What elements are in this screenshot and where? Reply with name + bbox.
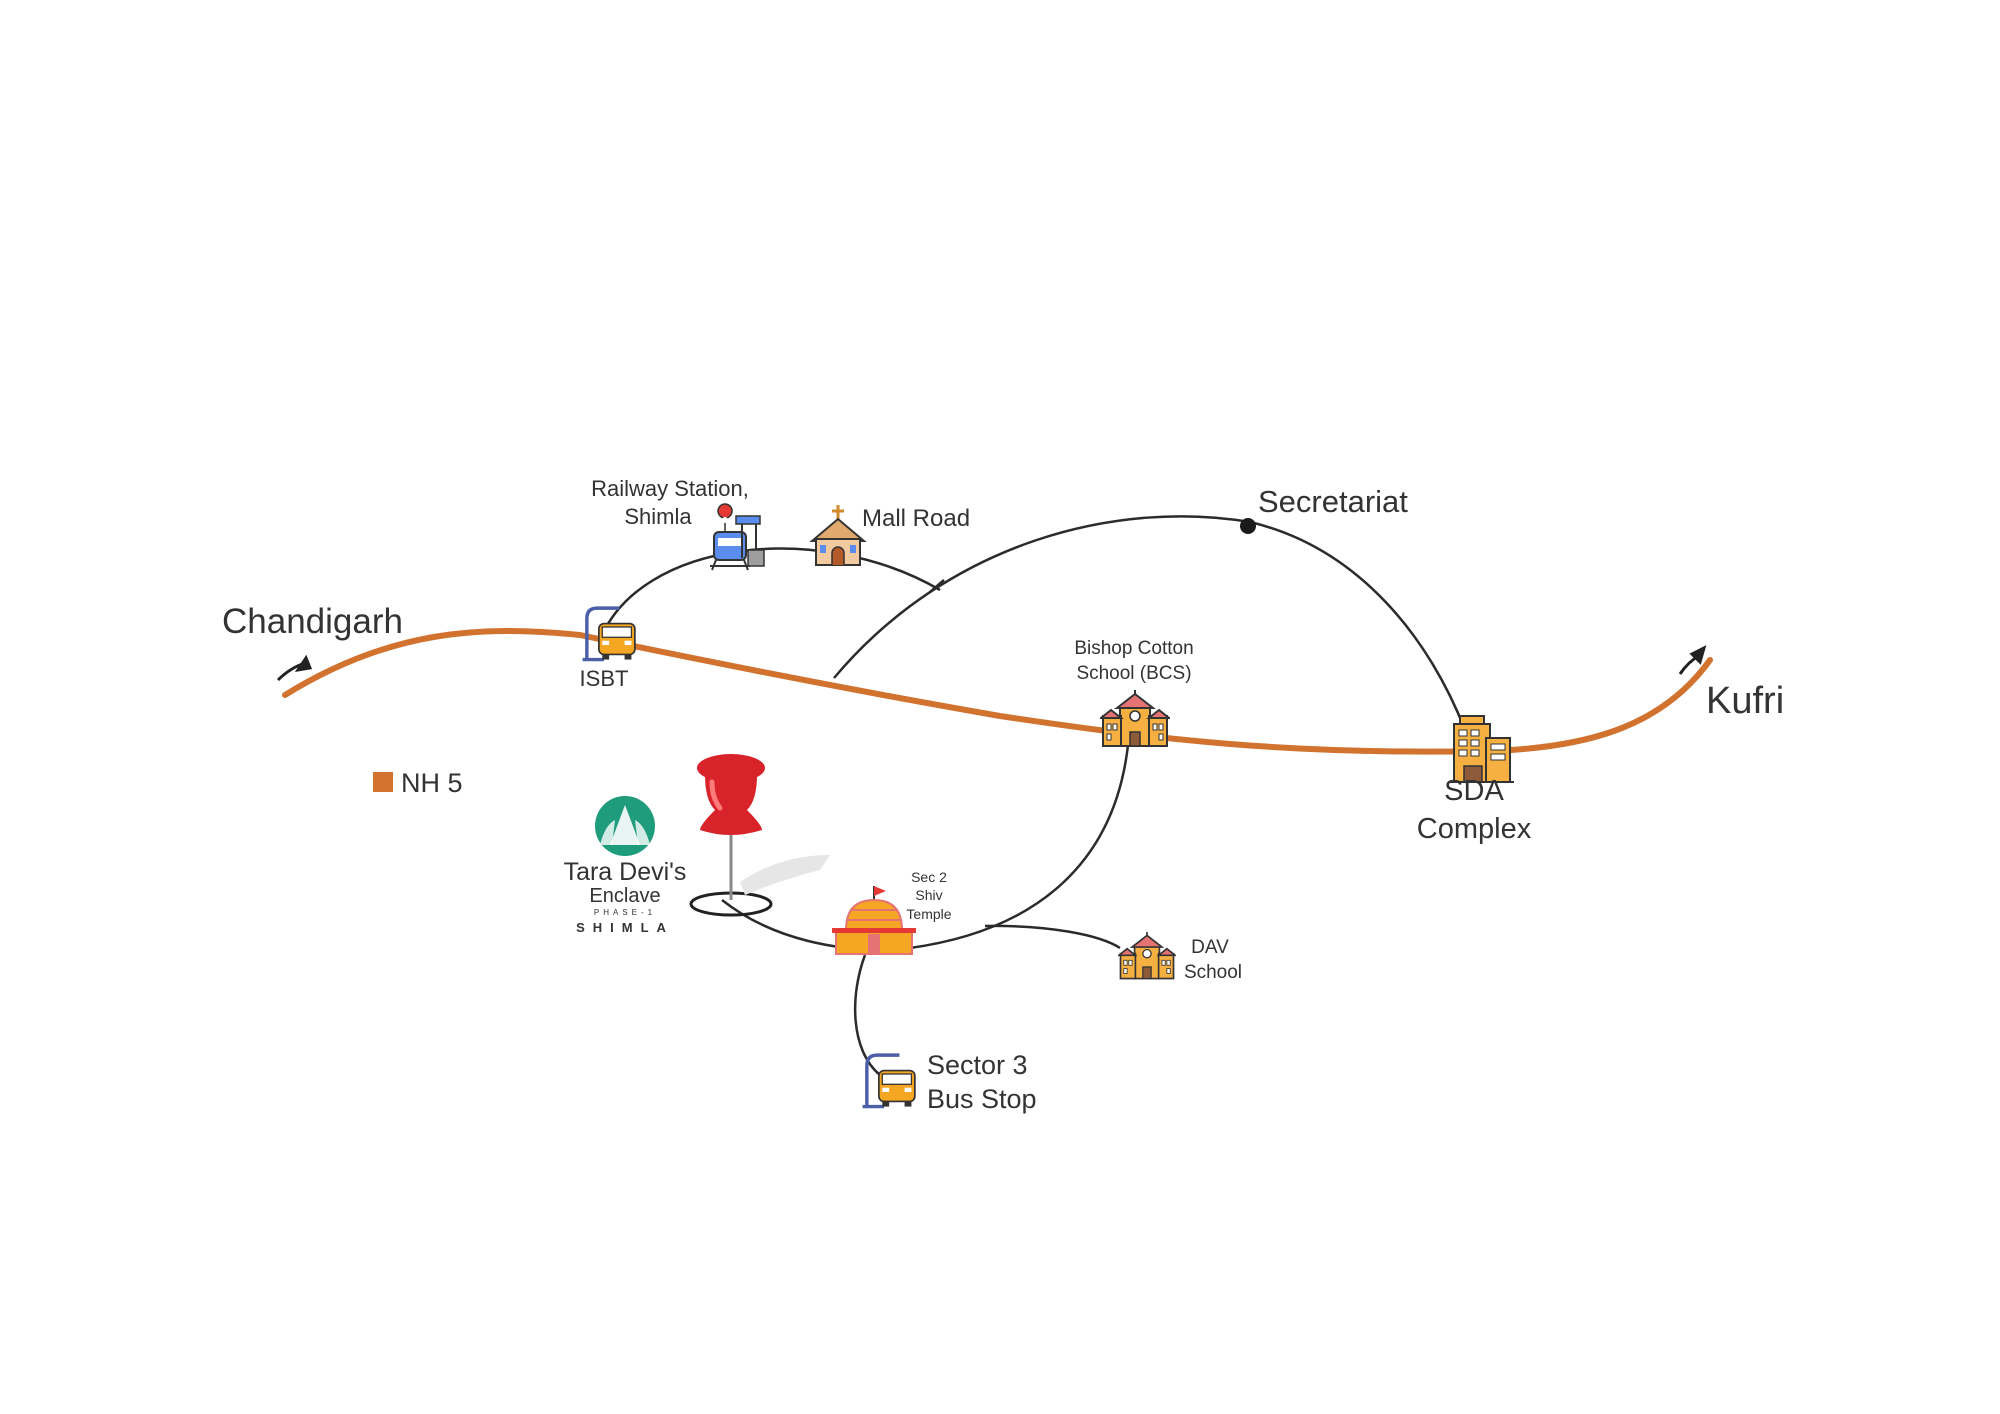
railway-station-label-line2: Shimla [624,504,692,529]
temple-icon [832,886,916,955]
bcs-label-line2: School (BCS) [1076,663,1191,684]
road-secretariat-loop [833,515,1467,731]
school-icon [1100,690,1170,747]
location-pin-icon [689,754,830,917]
nh5-highway [282,628,1713,755]
church-icon [809,505,867,566]
mall-road-label: Mall Road [862,505,970,532]
road-temple-dav [984,924,1121,950]
logo-line3: PHASE-1 [594,908,656,917]
office-building-icon [1450,715,1514,783]
sda-label-line1: SDA [1444,775,1504,807]
secretariat-dot-icon [1240,518,1256,534]
bus-stop-icon [580,606,637,662]
road-mall-tick [929,579,945,593]
railway-station-icon [710,503,765,571]
temple-label-line2: Shiv [915,887,942,903]
direction-arrow-icon [1678,645,1707,675]
dav-label-line1: DAV [1191,937,1229,958]
sda-label-line2: Complex [1417,813,1532,845]
school-icon [1118,932,1176,980]
city-chandigarh: Chandigarh [222,602,403,641]
city-kufri: Kufri [1706,680,1784,722]
road-bcs-temple [721,744,1130,951]
logo: Tara Devi's Enclave PHASE-1 SHIMLA [564,796,687,935]
logo-line2: Enclave [589,885,660,907]
legend-swatch [373,772,393,792]
logo-line1: Tara Devi's [564,858,687,886]
bus-stop-label-line1: Sector 3 [927,1050,1028,1080]
temple-label-line3: Temple [906,906,951,922]
road-isbt-mall [598,547,941,641]
bcs-label-line1: Bishop Cotton [1074,638,1193,659]
bus-stop-label-line2: Bus Stop [927,1084,1037,1114]
direction-arrow-icon [276,654,313,682]
legend-label: NH 5 [401,768,463,798]
road-temple-bus [853,954,881,1076]
isbt-label: ISBT [580,666,629,691]
railway-station-label-line1: Railway Station, [591,476,749,501]
secretariat-label: Secretariat [1258,484,1408,519]
temple-label-line1: Sec 2 [911,869,947,885]
dav-label-line2: School [1184,962,1242,983]
logo-line4: SHIMLA [576,920,674,935]
logo-tree-icon [595,796,655,856]
